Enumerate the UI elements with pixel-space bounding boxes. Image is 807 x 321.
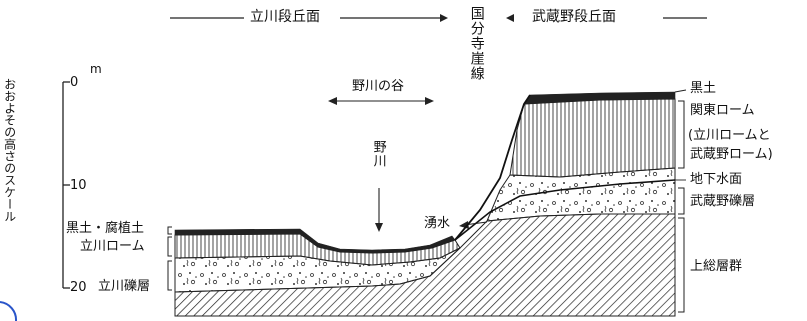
label-tachikawa-loam: 立川ローム: [80, 239, 145, 254]
label-spring: 湧水: [424, 216, 451, 231]
label-tachikawa-terrace: 立川段丘面: [250, 9, 320, 25]
header-arrow-right-icon: [440, 14, 448, 22]
bracket-left-loam: [167, 236, 172, 257]
label-musashino-gravel: 武蔵野礫層: [690, 194, 756, 209]
scale-label-10: 10: [70, 178, 87, 193]
bracket-left-gravel: [167, 260, 172, 291]
label-left-black-soil: 黒土・腐植土: [66, 221, 145, 236]
valley-arrow-right-icon: [425, 97, 434, 105]
bracket-loam: [678, 100, 685, 169]
valley-arrow-left-icon: [328, 97, 337, 105]
label-nogawa-valley: 野川の谷: [352, 79, 405, 94]
bracket-kazusa: [678, 217, 685, 313]
corner-circle-icon: [0, 301, 18, 321]
kanto-loam-layer: [509, 98, 676, 178]
label-loam-note-2: 武蔵野ローム): [690, 147, 773, 162]
label-musashino-terrace: 武蔵野段丘面: [532, 9, 616, 25]
musashino-gravel-layer: [486, 167, 676, 222]
cliff-surface: [454, 94, 531, 241]
bracket-left-black-soil: [167, 226, 172, 235]
scale-title: おおよその高さのスケール: [2, 78, 17, 222]
bracket-gravel: [678, 187, 685, 215]
label-right-black-soil: 黒土: [690, 81, 717, 96]
river-arrow-down-icon: [375, 223, 383, 232]
label-loam-note-1: (立川ロームと: [688, 128, 771, 143]
scale-label-0: 0: [70, 75, 79, 90]
label-kanto-loam: 関東ローム: [690, 103, 755, 118]
header-arrow-left-icon: [506, 14, 514, 22]
label-nogawa-river: 野川: [370, 140, 386, 168]
scale-unit: m: [90, 62, 102, 76]
label-kokubunji-cliff-line: 国分寺崖線: [468, 6, 485, 81]
label-tachikawa-gravel: 立川礫層: [98, 279, 151, 294]
label-groundwater: 地下水面: [690, 172, 743, 187]
leader-black-soil: [674, 89, 687, 93]
label-kazusa-group: 上総層群: [690, 259, 743, 274]
groundwater-line: [454, 179, 676, 241]
scale-label-20: 20: [70, 280, 87, 295]
